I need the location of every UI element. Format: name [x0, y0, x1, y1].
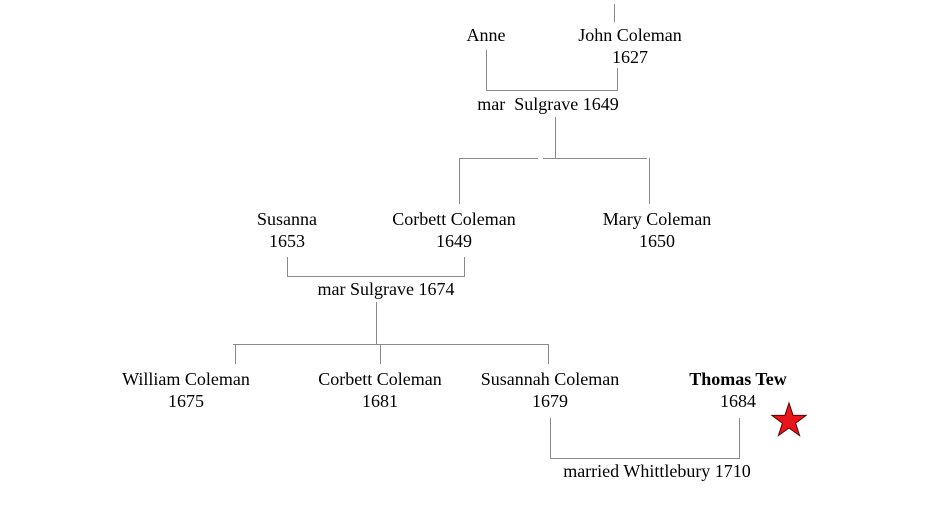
marriage-label-1649: mar Sulgrave 1649: [477, 94, 619, 114]
person-name: Corbett Coleman: [318, 369, 442, 389]
person-name: Mary Coleman: [602, 209, 712, 229]
person-year: 1627: [612, 47, 648, 67]
person-william-coleman: William Coleman 1675: [122, 368, 250, 412]
person-name: Anne: [466, 25, 506, 45]
person-name: Corbett Coleman: [392, 209, 516, 229]
person-john-coleman: John Coleman 1627: [578, 24, 682, 68]
person-year: 1679: [531, 391, 568, 411]
person-corbett-coleman-1649: Corbett Coleman 1649: [392, 208, 515, 252]
person-name: Susanna: [257, 209, 317, 229]
person-name: Thomas Tew: [689, 369, 787, 389]
person-susannah-coleman: Susannah Coleman 1679: [481, 368, 619, 412]
person-year: 1650: [638, 231, 675, 251]
person-year: 1681: [361, 391, 398, 411]
person-thomas-tew: Thomas Tew 1684: [689, 368, 787, 412]
person-mary-coleman: Mary Coleman 1650: [603, 208, 711, 252]
person-anne: Anne: [467, 24, 506, 46]
person-year: 1649: [435, 231, 472, 251]
marriage-label-1674: mar Sulgrave 1674: [317, 279, 455, 299]
person-name: John Coleman: [578, 25, 682, 45]
marriage-label-1710: married Whittlebury 1710: [563, 461, 751, 481]
star-icon: [770, 401, 808, 437]
person-susanna: Susanna 1653: [257, 208, 317, 252]
person-year: 1684: [719, 391, 756, 411]
person-name: William Coleman: [122, 369, 250, 389]
person-corbett-coleman-1681: Corbett Coleman 1681: [318, 368, 441, 412]
person-year: 1653: [269, 231, 305, 251]
person-name: Susannah Coleman: [480, 369, 620, 389]
person-year: 1675: [168, 391, 204, 411]
